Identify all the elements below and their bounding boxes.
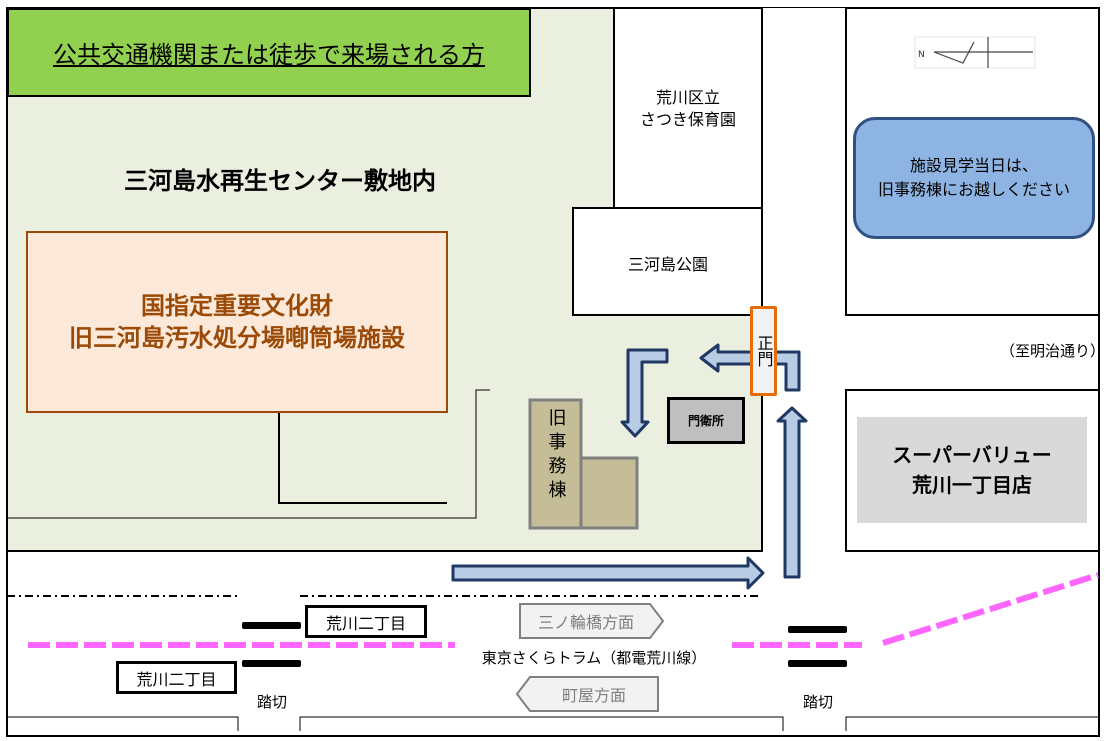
direction-west-label: 町屋方面 [532, 679, 656, 709]
north-arrow-icon: N [914, 36, 1036, 69]
visit-notice: 施設見学当日は、 旧事務棟にお越しください [853, 117, 1095, 239]
nursery-line1: 荒川区立 [655, 88, 720, 107]
crossing-bar [788, 626, 847, 633]
road-meiji [762, 8, 846, 551]
crossing-east-text: 踏切 [802, 692, 833, 711]
main-gate-label: 正門 [754, 335, 774, 367]
crossing-east-label: 踏切 [790, 690, 846, 712]
crossing-bar [242, 622, 301, 629]
heritage-building: 国指定重要文化財 旧三河島汚水処分場喞筒場施設 [26, 231, 448, 413]
page-title: 公共交通機関または徒歩で来場される方 [7, 8, 531, 97]
tram-line-label: 東京さくらトラム（都電荒川線） [460, 645, 728, 669]
supermarket-line2: 荒川一丁目店 [912, 473, 1032, 497]
nursery-block [613, 7, 763, 209]
route-arrow-east [451, 556, 765, 590]
tram-stop-south: 荒川二丁目 [116, 661, 237, 694]
park-label-text: 三河島公園 [627, 255, 708, 274]
tram-stop-north-label: 荒川二丁目 [325, 613, 406, 633]
park-block [572, 207, 763, 316]
nursery-label: 荒川区立 さつき保育園 [616, 84, 760, 134]
tram-line-text: 東京さくらトラム（都電荒川線） [481, 648, 707, 667]
supermarket-line1: スーパーバリュー [892, 443, 1052, 467]
direction-east-text: 三ノ輪橋方面 [537, 613, 634, 632]
crossing-west-text: 踏切 [256, 692, 287, 711]
notice-line2: 旧事務棟にお越しください [877, 180, 1070, 199]
site-label: 三河島水再生センター敷地内 [40, 160, 520, 196]
nursery-line2: さつき保育園 [639, 110, 736, 129]
park-label: 三河島公園 [575, 250, 761, 276]
notice-line1: 施設見学当日は、 [909, 156, 1038, 175]
route-arrow-office [620, 348, 669, 438]
route-arrow-north [776, 406, 808, 579]
meiji-dori-text: （至明治通り） [999, 342, 1105, 360]
site-label-text: 三河島水再生センター敷地内 [124, 166, 436, 195]
old-office-label: 旧事務棟 [532, 402, 579, 510]
old-office-building [528, 398, 583, 530]
meiji-dori-label: （至明治通り） [990, 340, 1105, 362]
direction-west-sign [515, 676, 659, 712]
heritage-title-line1: 国指定重要文化財 [141, 292, 333, 320]
heritage-title-line2: 旧三河島汚水処分場喞筒場施設 [69, 324, 405, 352]
tram-line-east [882, 572, 1099, 646]
svg-text:N: N [918, 50, 925, 60]
direction-east-label: 三ノ輪橋方面 [522, 606, 650, 636]
crossing-bar [788, 660, 847, 667]
crossing-west-label: 踏切 [244, 690, 300, 712]
tram-stop-north: 荒川二丁目 [305, 605, 427, 638]
page-title-text: 公共交通機関または徒歩で来場される方 [53, 41, 485, 69]
main-gate: 正門 [750, 306, 777, 396]
old-office-label-text: 旧事務棟 [545, 408, 567, 504]
supermarket: スーパーバリュー 荒川一丁目店 [857, 417, 1087, 523]
direction-west-text: 町屋方面 [561, 686, 626, 705]
direction-east-sign [519, 603, 665, 639]
old-office-annex [579, 456, 639, 530]
guardhouse-label: 門衛所 [687, 414, 724, 428]
guardhouse: 門衛所 [667, 397, 745, 444]
crossing-bar [242, 660, 301, 667]
tram-stop-south-label: 荒川二丁目 [136, 669, 217, 689]
